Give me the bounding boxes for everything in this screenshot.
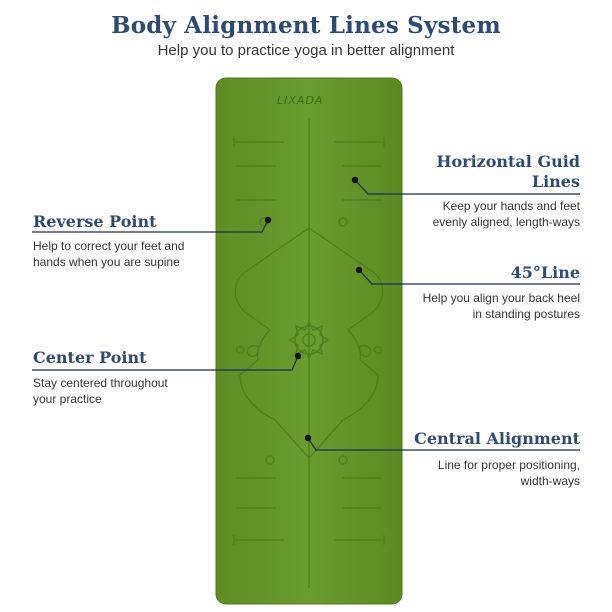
leader-reverse xyxy=(32,219,269,233)
callout-45-desc-1: Help you align your back heel xyxy=(422,291,580,305)
page-subtitle: Help you to practice yoga in better alig… xyxy=(157,42,455,59)
pointer-dot xyxy=(355,266,363,274)
pointer-dot xyxy=(264,216,272,224)
callout-center-desc-1: Stay centered throughout xyxy=(33,376,168,390)
leader-central xyxy=(307,437,580,451)
page-title: Body Alignment Lines System xyxy=(111,12,501,39)
leader-45 xyxy=(358,269,580,285)
callout-central-desc-1: Line for proper positioning, xyxy=(437,458,580,472)
pointer-dot xyxy=(294,352,302,360)
leader-center xyxy=(32,355,299,371)
reverse-point-circle xyxy=(265,455,275,465)
pointer-dot xyxy=(304,434,312,442)
mat-brand-logo: LIXADA xyxy=(277,94,324,107)
center-mandala-icon xyxy=(288,320,330,360)
callout-45-desc-2: in standing postures xyxy=(472,307,580,321)
callout-horizontal-desc-2: evenly aligned, length-ways xyxy=(432,215,580,229)
pointer-dot xyxy=(351,176,359,184)
callout-horizontal-title-1: Horizontal Guid xyxy=(436,152,580,171)
callout-center-desc-2: your practice xyxy=(33,392,102,406)
callout-reverse-desc-1: Help to correct your feet and xyxy=(33,239,185,253)
callout-reverse-desc-2: hands when you are supine xyxy=(33,255,180,269)
callout-central-title: Central Alignment xyxy=(414,429,580,448)
callout-reverse-title: Reverse Point xyxy=(33,212,157,231)
diamond-alignment-lines xyxy=(234,227,310,331)
callout-horizontal-desc-1: Keep your hands and feet xyxy=(442,199,580,213)
reverse-point-circle xyxy=(338,217,348,227)
callout-45-title: 45°Line xyxy=(510,263,580,282)
callout-central-desc-2: width-ways xyxy=(520,474,580,488)
callout-center-title: Center Point xyxy=(33,348,147,367)
reverse-point-circle xyxy=(338,455,348,465)
leader-horizontal xyxy=(354,179,580,195)
callout-horizontal-title-2: Lines xyxy=(531,172,580,191)
